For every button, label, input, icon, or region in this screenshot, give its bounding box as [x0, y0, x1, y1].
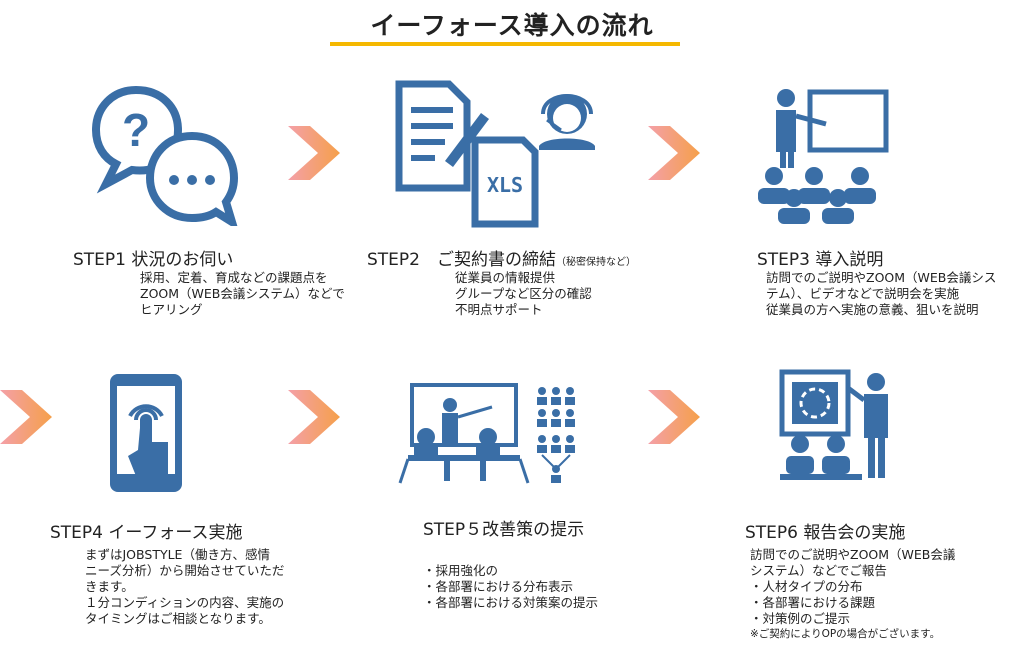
desc-line: 訪問でのご説明やZOOM（WEB会議 — [750, 547, 956, 562]
step1-title: STEP1 状況のお伺い — [73, 250, 234, 270]
smartphone-tap-icon — [110, 374, 182, 492]
svg-text:XLS: XLS — [487, 173, 523, 197]
step2-title: STEP2 ご契約書の締結（秘密保持など） — [367, 245, 636, 270]
desc-line: テム）、ビデオなどで説明会を実施 — [766, 286, 960, 301]
desc-line: 採用、定着、育成などの課題点を — [140, 270, 328, 285]
step4-description: まずはJOBSTYLE（働き方、感情 ニーズ分析）から開始させていただ きます。… — [85, 547, 284, 627]
desc-line: 従業員の情報提供 — [455, 270, 556, 285]
desc-line: 従業員の方へ実施の意義、狙いを説明 — [766, 302, 979, 317]
desc-line: グループなど区分の確認 — [455, 286, 592, 301]
meeting-icon — [398, 383, 575, 484]
step3-description: 訪問でのご説明やZOOM（WEB会議シス テム）、ビデオなどで説明会を実施 従業… — [766, 270, 996, 318]
step2-note: （秘密保持など） — [555, 257, 636, 268]
speech-bubbles-icon: ? — [92, 85, 238, 226]
svg-text:?: ? — [122, 104, 150, 156]
desc-line: ※ご契約によりOPの場合がございます。 — [750, 628, 941, 640]
desc-line: 不明点サポート — [455, 302, 543, 317]
title-underline — [330, 42, 680, 46]
page-title: イーフォース導入の流れ — [370, 11, 654, 40]
desc-line: ・採用強化の — [423, 563, 499, 578]
step5-title: STEP５改善策の提示 — [423, 520, 585, 540]
step1-description: 採用、定着、育成などの課題点を ZOOM（WEB会議システム）などで ヒアリング — [140, 270, 345, 318]
step2-description: 従業員の情報提供 グループなど区分の確認 不明点サポート — [455, 270, 592, 318]
arrow-right-icon — [288, 390, 340, 444]
desc-line: ・各部署における課題 — [750, 595, 876, 610]
arrow-right-icon — [648, 390, 700, 444]
desc-line: ニーズ分析）から開始させていただ — [85, 563, 285, 578]
desc-line: ・各部署における分布表示 — [423, 579, 574, 594]
desc-line: ZOOM（WEB会議システム）などで — [140, 286, 345, 301]
report-presentation-icon — [779, 369, 888, 480]
step3-title: STEP3 導入説明 — [757, 250, 884, 270]
desc-line: ヒアリング — [140, 302, 203, 317]
step5-description: ・採用強化の ・各部署における分布表示 ・各部署における対策案の提示 — [423, 563, 598, 611]
desc-line: きます。 — [85, 579, 134, 594]
step2-title-text: STEP2 ご契約書の締結 — [367, 250, 556, 270]
desc-line: ・人材タイプの分布 — [750, 579, 863, 594]
step6-title: STEP6 報告会の実施 — [745, 523, 906, 543]
step6-description: 訪問でのご説明やZOOM（WEB会議 システム）などでご報告 ・人材タイプの分布… — [750, 547, 955, 641]
desc-line: まずはJOBSTYLE（働き方、感情 — [85, 547, 270, 562]
arrow-right-icon — [0, 390, 52, 444]
desc-line: システム）などでご報告 — [750, 563, 887, 578]
presentation-icon — [758, 89, 889, 224]
desc-line: 訪問でのご説明やZOOM（WEB会議シス — [766, 270, 997, 285]
contract-document-icon: XLS — [395, 80, 595, 228]
arrow-right-icon — [648, 126, 700, 180]
desc-line: タイミングはご相談となります。 — [85, 611, 271, 626]
step4-title: STEP4 イーフォース実施 — [50, 523, 243, 543]
desc-line: ・対策例のご提示 — [750, 611, 851, 626]
desc-line: ・各部署における対策案の提示 — [423, 595, 599, 610]
desc-line: １分コンディションの内容、実施の — [85, 595, 285, 610]
arrow-right-icon — [288, 126, 340, 180]
